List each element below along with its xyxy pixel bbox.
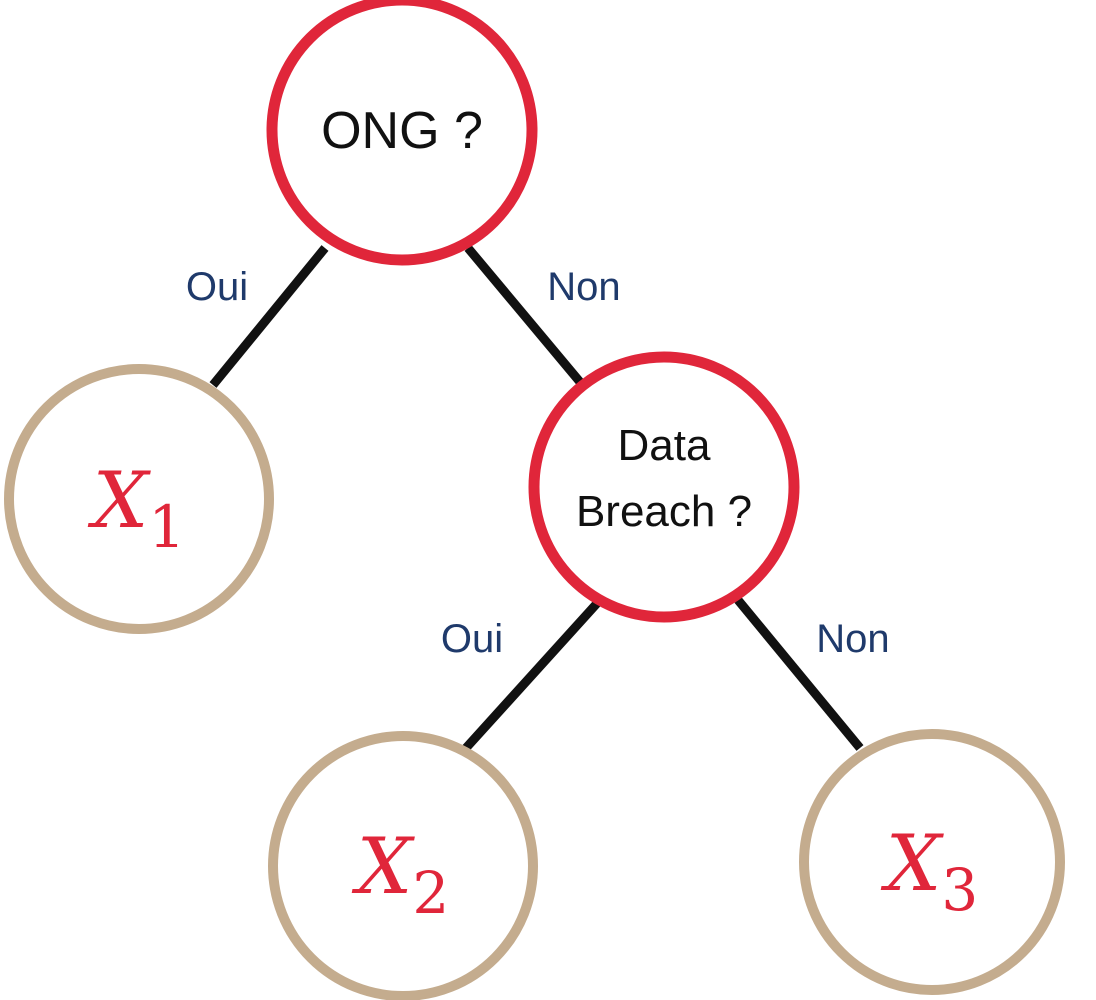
breach-node-label-line2: Breach ? [576, 487, 752, 536]
root-node-label: ONG ? [321, 102, 483, 160]
leaf-node-x2: X2 [268, 731, 538, 1000]
breach-node-label-line1: Data [618, 421, 711, 470]
edge-label-breach-oui: Oui [441, 617, 503, 661]
root-node-circle [266, 0, 538, 266]
edge-label-root-oui: Oui [186, 265, 248, 309]
edge-breach-to-leaf2 [462, 596, 604, 752]
leaf2-label: X2 [351, 822, 449, 927]
edge-root-to-breach [464, 245, 584, 385]
leaf-node-x3: X3 [799, 729, 1065, 995]
leaf1-label: X1 [87, 456, 185, 561]
edge-label-root-non: Non [547, 265, 620, 309]
leaf3-circle [799, 729, 1065, 995]
root-decision-node: ONG ? [266, 0, 538, 266]
edge-root-to-leaf1 [209, 245, 329, 388]
leaf3-label: X3 [880, 819, 978, 924]
edge-label-breach-non: Non [816, 617, 889, 661]
leaf2-circle [268, 731, 538, 1000]
edge-breach-to-leaf3 [734, 597, 864, 751]
data-breach-decision-node: Data Breach ? [528, 351, 800, 623]
leaf1-circle [4, 364, 274, 634]
leaf-node-x1: X1 [4, 364, 274, 634]
breach-node-circle [528, 351, 800, 623]
